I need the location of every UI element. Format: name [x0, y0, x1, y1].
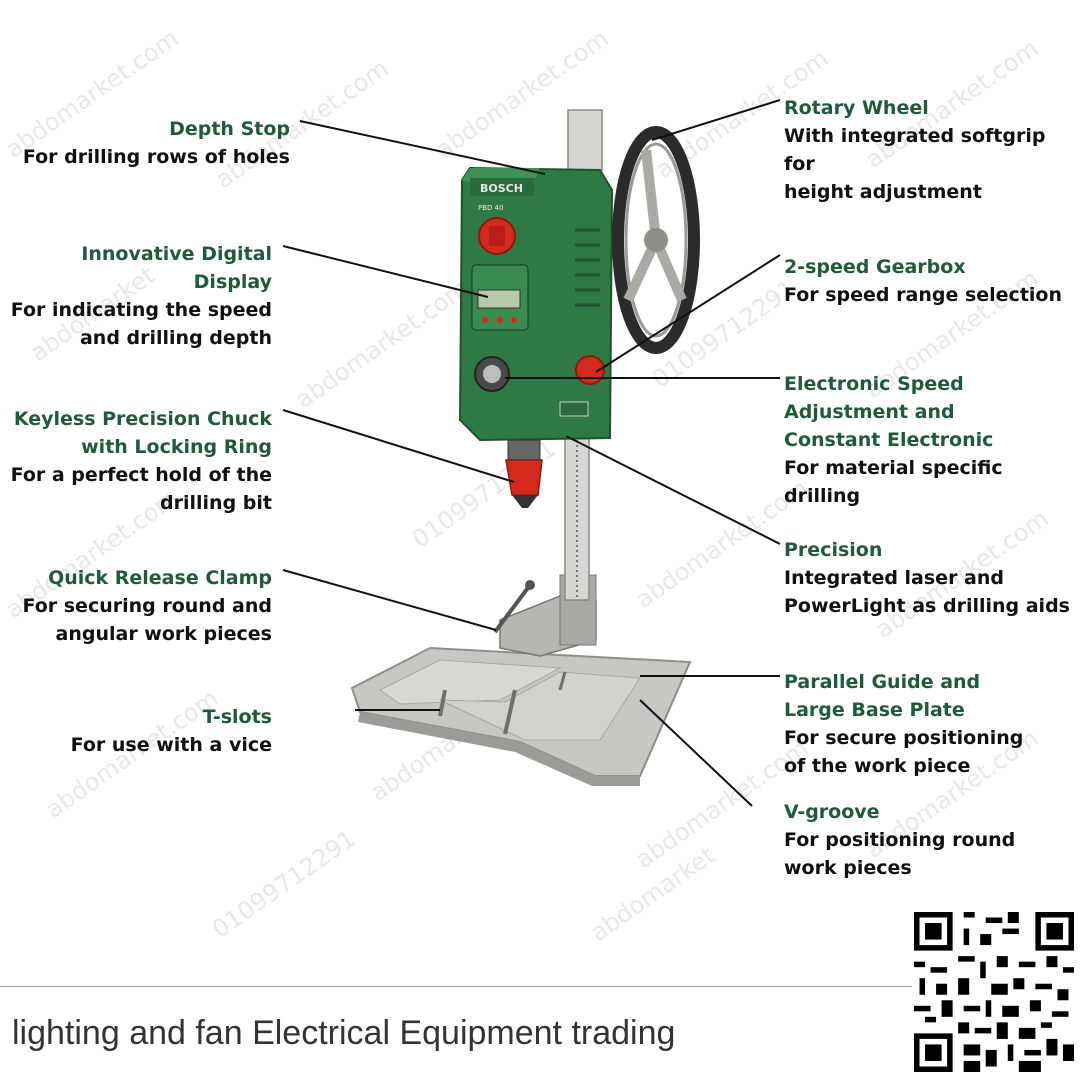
callout-desc: For securing round and [22, 595, 273, 617]
qr-code [914, 912, 1074, 1072]
callout-desc: height adjustment [784, 181, 982, 203]
callout-t-slots: T-slots For use with a vice [71, 703, 272, 759]
callout-desc: PowerLight as drilling aids [784, 595, 1070, 617]
callout-title: with Locking Ring [81, 436, 272, 458]
callout-title: Constant Electronic [784, 429, 994, 451]
callout-desc: With integrated softgrip for [784, 125, 1046, 175]
callout-desc: For indicating the speed [10, 299, 272, 321]
callout-v-groove: V-groove For positioning round work piec… [784, 798, 1015, 882]
callout-title: Depth Stop [169, 118, 290, 140]
callout-depth-stop: Depth Stop For drilling rows of holes [23, 115, 290, 171]
callout-desc: work pieces [784, 857, 912, 879]
brand-label: BOSCH [480, 182, 523, 195]
footer-company-text: lighting and fan Electrical Equipment tr… [12, 1014, 676, 1052]
callout-title: 2-speed Gearbox [784, 256, 966, 278]
leader-lines [282, 99, 781, 807]
callout-desc: drilling bit [160, 492, 272, 514]
callout-base-plate: Parallel Guide and Large Base Plate For … [784, 668, 1023, 780]
callout-desc: For use with a vice [70, 734, 272, 756]
callout-desc: of the work piece [784, 755, 971, 777]
callout-desc: and drilling depth [79, 327, 272, 349]
base-plate [350, 646, 692, 786]
callout-title: Quick Release Clamp [48, 567, 272, 589]
callout-desc: angular work pieces [55, 623, 272, 645]
callout-title: V-groove [784, 801, 880, 823]
model-label: PBD 40 [478, 204, 504, 212]
footer-divider [0, 986, 912, 987]
callout-desc: Integrated laser and [784, 567, 1005, 589]
callout-desc: For secure positioning [784, 727, 1024, 749]
callout-rotary-wheel: Rotary Wheel With integrated softgrip fo… [784, 94, 1080, 206]
callout-desc: For a perfect hold of the [10, 464, 272, 486]
callout-desc: For drilling rows of holes [22, 146, 290, 168]
callout-electronic-speed: Electronic Speed Adjustment and Constant… [784, 370, 1003, 510]
callout-quick-release-clamp: Quick Release Clamp For securing round a… [23, 564, 273, 648]
callout-title: Electronic Speed [784, 373, 964, 395]
callout-title: Keyless Precision Chuck [13, 408, 272, 430]
callout-precision: Precision Integrated laser and PowerLigh… [784, 536, 1070, 620]
callout-keyless-chuck: Keyless Precision Chuck with Locking Rin… [11, 405, 272, 517]
callout-title: Large Base Plate [784, 699, 965, 721]
callout-title: Parallel Guide and [784, 671, 981, 693]
callout-title: Precision [784, 539, 883, 561]
callout-desc: drilling [784, 485, 861, 507]
callout-desc: For speed range selection [784, 284, 1062, 306]
callout-title: Adjustment and [784, 401, 955, 423]
callout-desc: For material specific [784, 457, 1003, 479]
callout-title: T-slots [202, 706, 272, 728]
callout-desc: For positioning round [784, 829, 1016, 851]
callout-title: Innovative Digital Display [81, 243, 272, 293]
callout-2-speed-gearbox: 2-speed Gearbox For speed range selectio… [784, 253, 1062, 309]
callout-digital-display: Innovative Digital Display For indicatin… [0, 240, 272, 352]
rotary-wheel [612, 126, 700, 354]
callout-title: Rotary Wheel [784, 97, 929, 119]
column [564, 109, 603, 601]
drill-housing: BOSCH PBD 40 [458, 166, 614, 442]
chuck [505, 439, 543, 508]
